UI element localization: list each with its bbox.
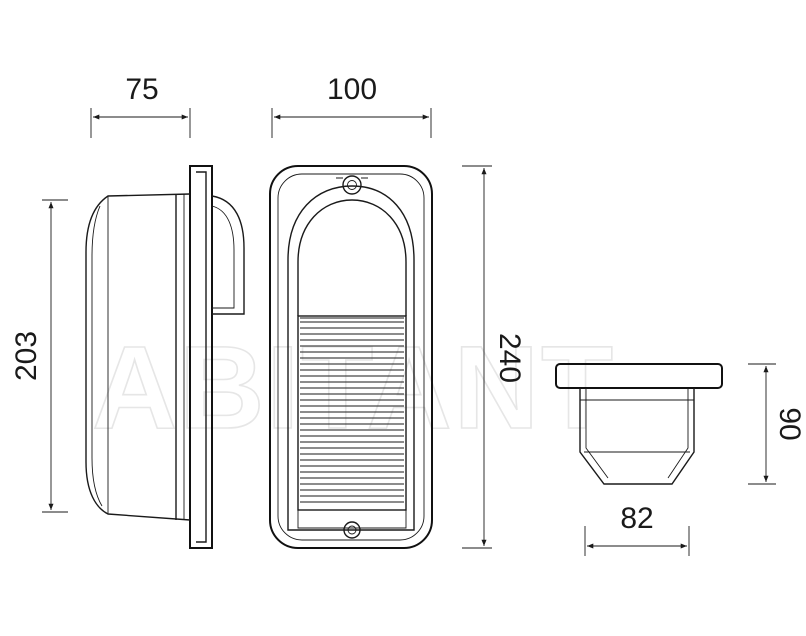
dimension-side-height: 203: [10, 199, 68, 513]
dimension-label-part-width: 82: [620, 502, 653, 535]
dimension-label-front-height: 240: [493, 333, 526, 383]
dimension-label-part-depth: 90: [773, 407, 806, 440]
dimension-front-height: 240: [462, 165, 526, 549]
dimension-part-depth: 90: [748, 363, 806, 485]
dimension-label-side-depth: 75: [125, 73, 158, 106]
recessed-box-view: [555, 363, 723, 485]
dimension-side-depth: 75: [90, 73, 191, 138]
dimension-part-width: 82: [584, 502, 690, 556]
dimension-label-front-width: 100: [327, 73, 377, 106]
dimension-front-width: 100: [271, 73, 432, 138]
front-view: [269, 165, 433, 549]
louver-slats: [300, 321, 404, 503]
dimension-label-side-height: 203: [10, 331, 43, 381]
side-view: [85, 165, 245, 549]
